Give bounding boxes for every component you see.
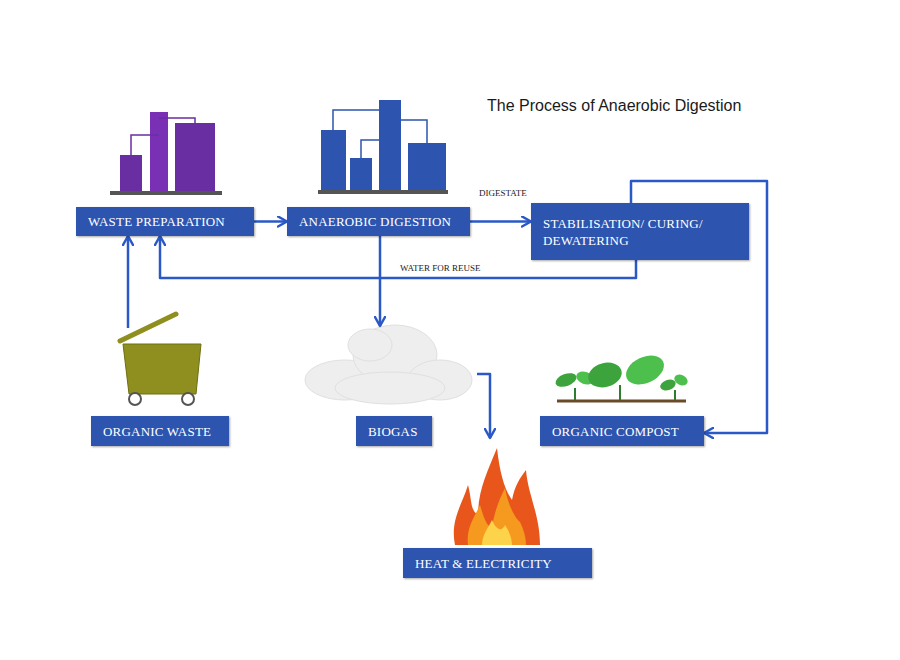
flow-arrow — [470, 220, 531, 223]
box-label: WASTE PREPARATION — [88, 213, 225, 230]
flow-arrow — [254, 220, 287, 223]
edge-label: WATER FOR REUSE — [398, 263, 483, 273]
process-box: BIOGAS — [356, 416, 432, 446]
flame — [454, 448, 540, 545]
process-box: WASTE PREPARATION — [76, 207, 254, 236]
process-box: ANAEROBIC DIGESTION — [287, 207, 470, 236]
box-label: ORGANIC COMPOST — [552, 423, 679, 440]
biogas-cloud — [305, 325, 472, 404]
waste-bin — [120, 314, 201, 405]
process-box: HEAT & ELECTRICITY — [403, 548, 592, 578]
blue-tanks — [318, 100, 448, 192]
purple-tanks — [110, 112, 222, 193]
box-label: ANAEROBIC DIGESTION — [299, 213, 451, 230]
box-label: BIOGAS — [368, 423, 418, 440]
plants — [554, 350, 690, 401]
process-box: STABILISATION/ CURING/ DEWATERING — [531, 203, 749, 260]
flow-arrow — [477, 374, 490, 438]
edge-label: DIGESTATE — [477, 188, 529, 198]
flow-arrow — [379, 236, 382, 326]
process-box: ORGANIC COMPOST — [540, 416, 704, 446]
process-box: ORGANIC WASTE — [91, 416, 229, 446]
flow-arrow — [127, 236, 130, 328]
box-label: ORGANIC WASTE — [103, 423, 211, 440]
diagram-title: The Process of Anaerobic Digestion — [487, 97, 741, 115]
box-label: HEAT & ELECTRICITY — [415, 555, 552, 572]
box-label: STABILISATION/ CURING/ DEWATERING — [543, 215, 737, 249]
